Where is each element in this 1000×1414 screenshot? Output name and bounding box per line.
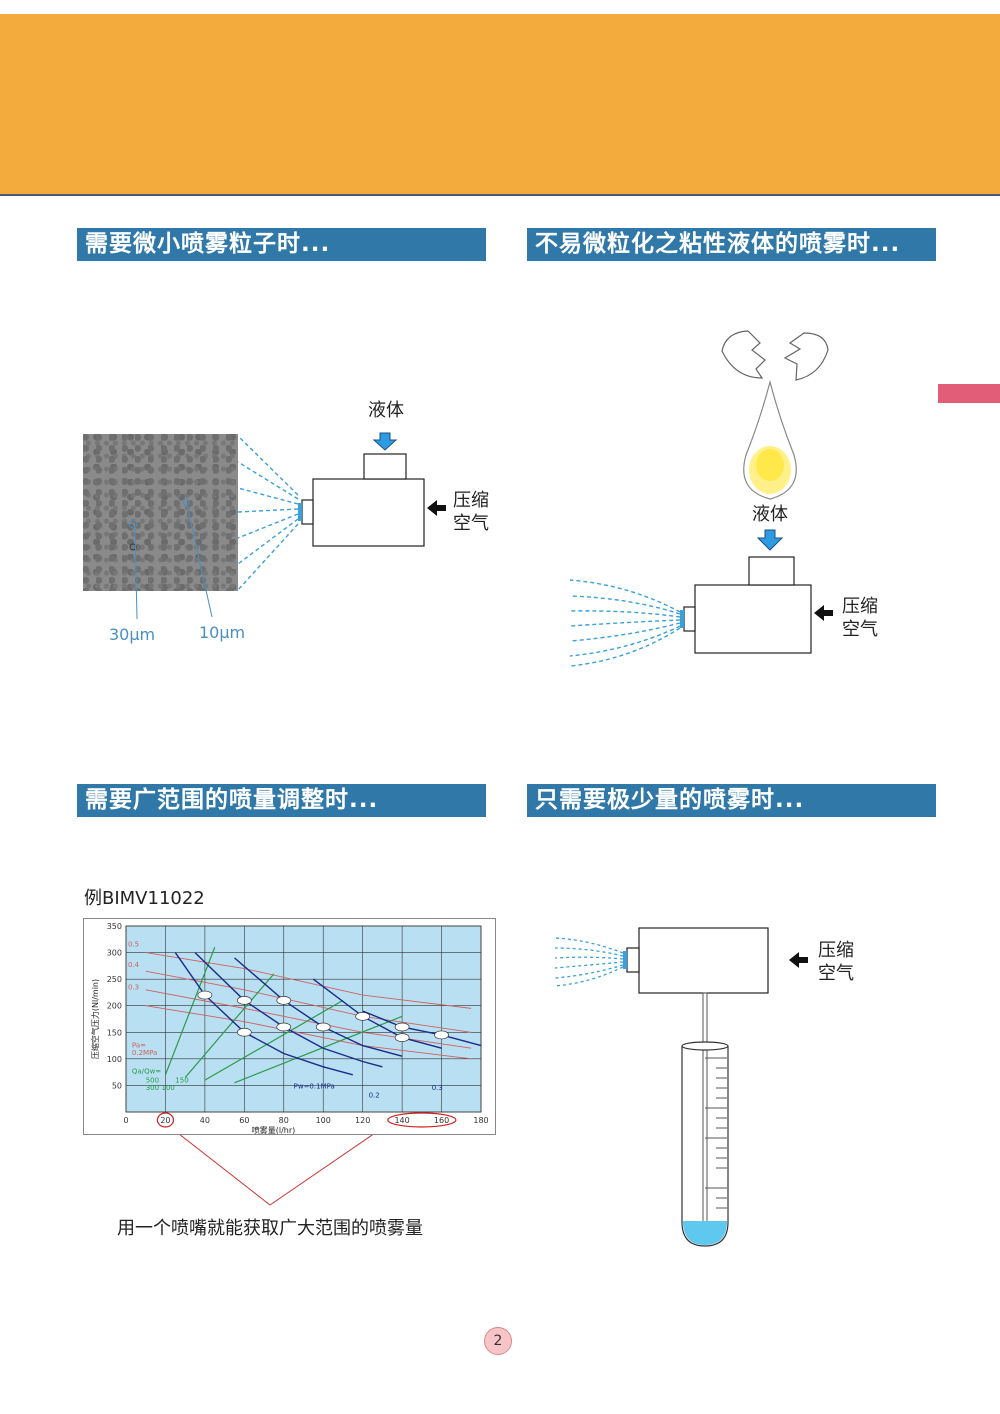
diagram1-air-label-2: 空气 <box>453 513 489 534</box>
x-tick-label: 60 <box>239 1116 249 1125</box>
drop-icon <box>743 379 797 500</box>
bottom-caption: 用一个喷嘴就能获取广大范围的喷雾量 <box>117 1218 423 1239</box>
chart-annotation: 0.3 <box>432 1084 443 1092</box>
diagram1-particle-markers <box>128 498 213 620</box>
diagram1-air-label-1: 压缩 <box>453 490 489 511</box>
chart-annotation: Qa/Qw= <box>132 1067 161 1075</box>
diagram2-air-label-1: 压缩 <box>842 596 878 617</box>
diagram1-liquid-label: 液体 <box>368 400 404 421</box>
chart-annotation: 100 <box>162 1084 175 1092</box>
particle-size-30-label: 30μm <box>109 625 156 644</box>
test-tube <box>681 1041 729 1247</box>
qa-qw-line <box>164 947 216 1076</box>
section-title-fine-particles: 需要微小喷雾粒子时... <box>77 228 486 261</box>
chart-annotation: 300 <box>146 1084 159 1092</box>
y-tick-label: 100 <box>107 1055 122 1064</box>
diagram2-nozzle <box>680 556 812 654</box>
pa-left-label: 0.3 <box>128 983 139 991</box>
series-marker <box>197 990 213 1000</box>
section-title-small-amount: 只需要极少量的喷雾时... <box>527 784 936 817</box>
chart-annotation: 0.2 <box>369 1092 380 1100</box>
x-tick-label: 20 <box>160 1116 170 1125</box>
pw-series-line <box>312 978 442 1049</box>
x-tick-label: 40 <box>200 1116 210 1125</box>
x-axis-label: 喷雾量(l/hr) <box>252 1125 296 1134</box>
page-number: 2 <box>484 1327 512 1355</box>
pw-series-line <box>174 952 353 1076</box>
diagram4-air-arrow <box>789 952 808 968</box>
side-tab <box>938 384 1000 403</box>
chart-caption: 例BIMV11022 <box>84 888 205 909</box>
series-marker <box>236 1027 252 1037</box>
pw-series-line <box>362 1010 482 1047</box>
diagram1-liquid-arrow <box>372 432 398 451</box>
diagram1-nozzle <box>298 453 425 547</box>
diagram2-air-label-2: 空气 <box>842 619 878 640</box>
x-tick-label: 120 <box>355 1116 370 1125</box>
pa-left-label: 0.4 <box>128 961 140 969</box>
series-marker <box>276 996 292 1005</box>
chart-annotation: 150 <box>175 1077 188 1085</box>
y-tick-label: 50 <box>112 1081 122 1090</box>
y-tick-label: 200 <box>107 1002 122 1011</box>
chart-annotation: Pa= <box>132 1041 146 1049</box>
y-tick-label: 350 <box>107 922 122 931</box>
x-tick-label: 180 <box>473 1116 488 1125</box>
section-title-wide-range: 需要广范围的喷量调整时... <box>77 784 486 817</box>
x-tick-label: 80 <box>279 1116 289 1125</box>
x-tick-label: 160 <box>434 1116 449 1125</box>
series-marker <box>355 1011 371 1021</box>
pw-series-line <box>194 952 383 1068</box>
section-title-viscous-liquid: 不易微粒化之粘性液体的喷雾时... <box>527 228 936 261</box>
diagram2-air-arrow <box>814 605 833 621</box>
diagram4-spray-lines <box>554 937 624 987</box>
y-tick-label: 150 <box>107 1028 122 1037</box>
highlight-20 <box>156 1112 175 1128</box>
qa-qw-line <box>234 1015 403 1084</box>
pa-left-label: 0.5 <box>128 941 139 949</box>
series-marker <box>394 1033 410 1042</box>
y-tick-label: 300 <box>107 949 122 958</box>
series-marker <box>315 1022 331 1032</box>
eggshell-icon <box>721 330 829 381</box>
x-tick-label: 0 <box>123 1116 128 1125</box>
series-marker <box>236 996 252 1005</box>
particle-size-10-label: 10μm <box>199 623 246 642</box>
diagram4-air-label-2: 空气 <box>818 963 854 984</box>
y-axis-label: 压缩空气压力(Nl/min) <box>90 979 100 1059</box>
series-marker <box>276 1022 292 1032</box>
diagram4-nozzle <box>623 927 769 1234</box>
diagram2-liquid-arrow <box>756 529 784 551</box>
spray-particle-photo <box>83 434 238 591</box>
plot-area <box>125 925 482 1113</box>
highlight-140-160 <box>387 1112 457 1128</box>
pa-curve <box>145 952 472 1009</box>
header-band <box>0 14 1000 196</box>
x-tick-label: 100 <box>316 1116 331 1125</box>
diagram1-air-arrow <box>427 500 446 516</box>
chart-annotation: 0.2MPa <box>132 1049 157 1057</box>
diagram2-spray-lines <box>569 579 681 667</box>
series-marker <box>394 1022 410 1032</box>
qa-qw-line <box>184 973 275 1078</box>
diagram2-liquid-label: 液体 <box>752 504 788 525</box>
diagram4-air-label-1: 压缩 <box>818 940 854 961</box>
y-tick-label: 250 <box>107 975 122 984</box>
qa-qw-line <box>204 999 344 1081</box>
chart-annotation: Pw=0.1MPa <box>294 1082 335 1090</box>
diagram1-spray-lines <box>237 435 299 591</box>
pa-curve <box>145 1005 472 1060</box>
x-tick-label: 140 <box>394 1116 409 1125</box>
chart-annotation: 500 <box>146 1077 159 1085</box>
series-marker <box>434 1030 449 1040</box>
